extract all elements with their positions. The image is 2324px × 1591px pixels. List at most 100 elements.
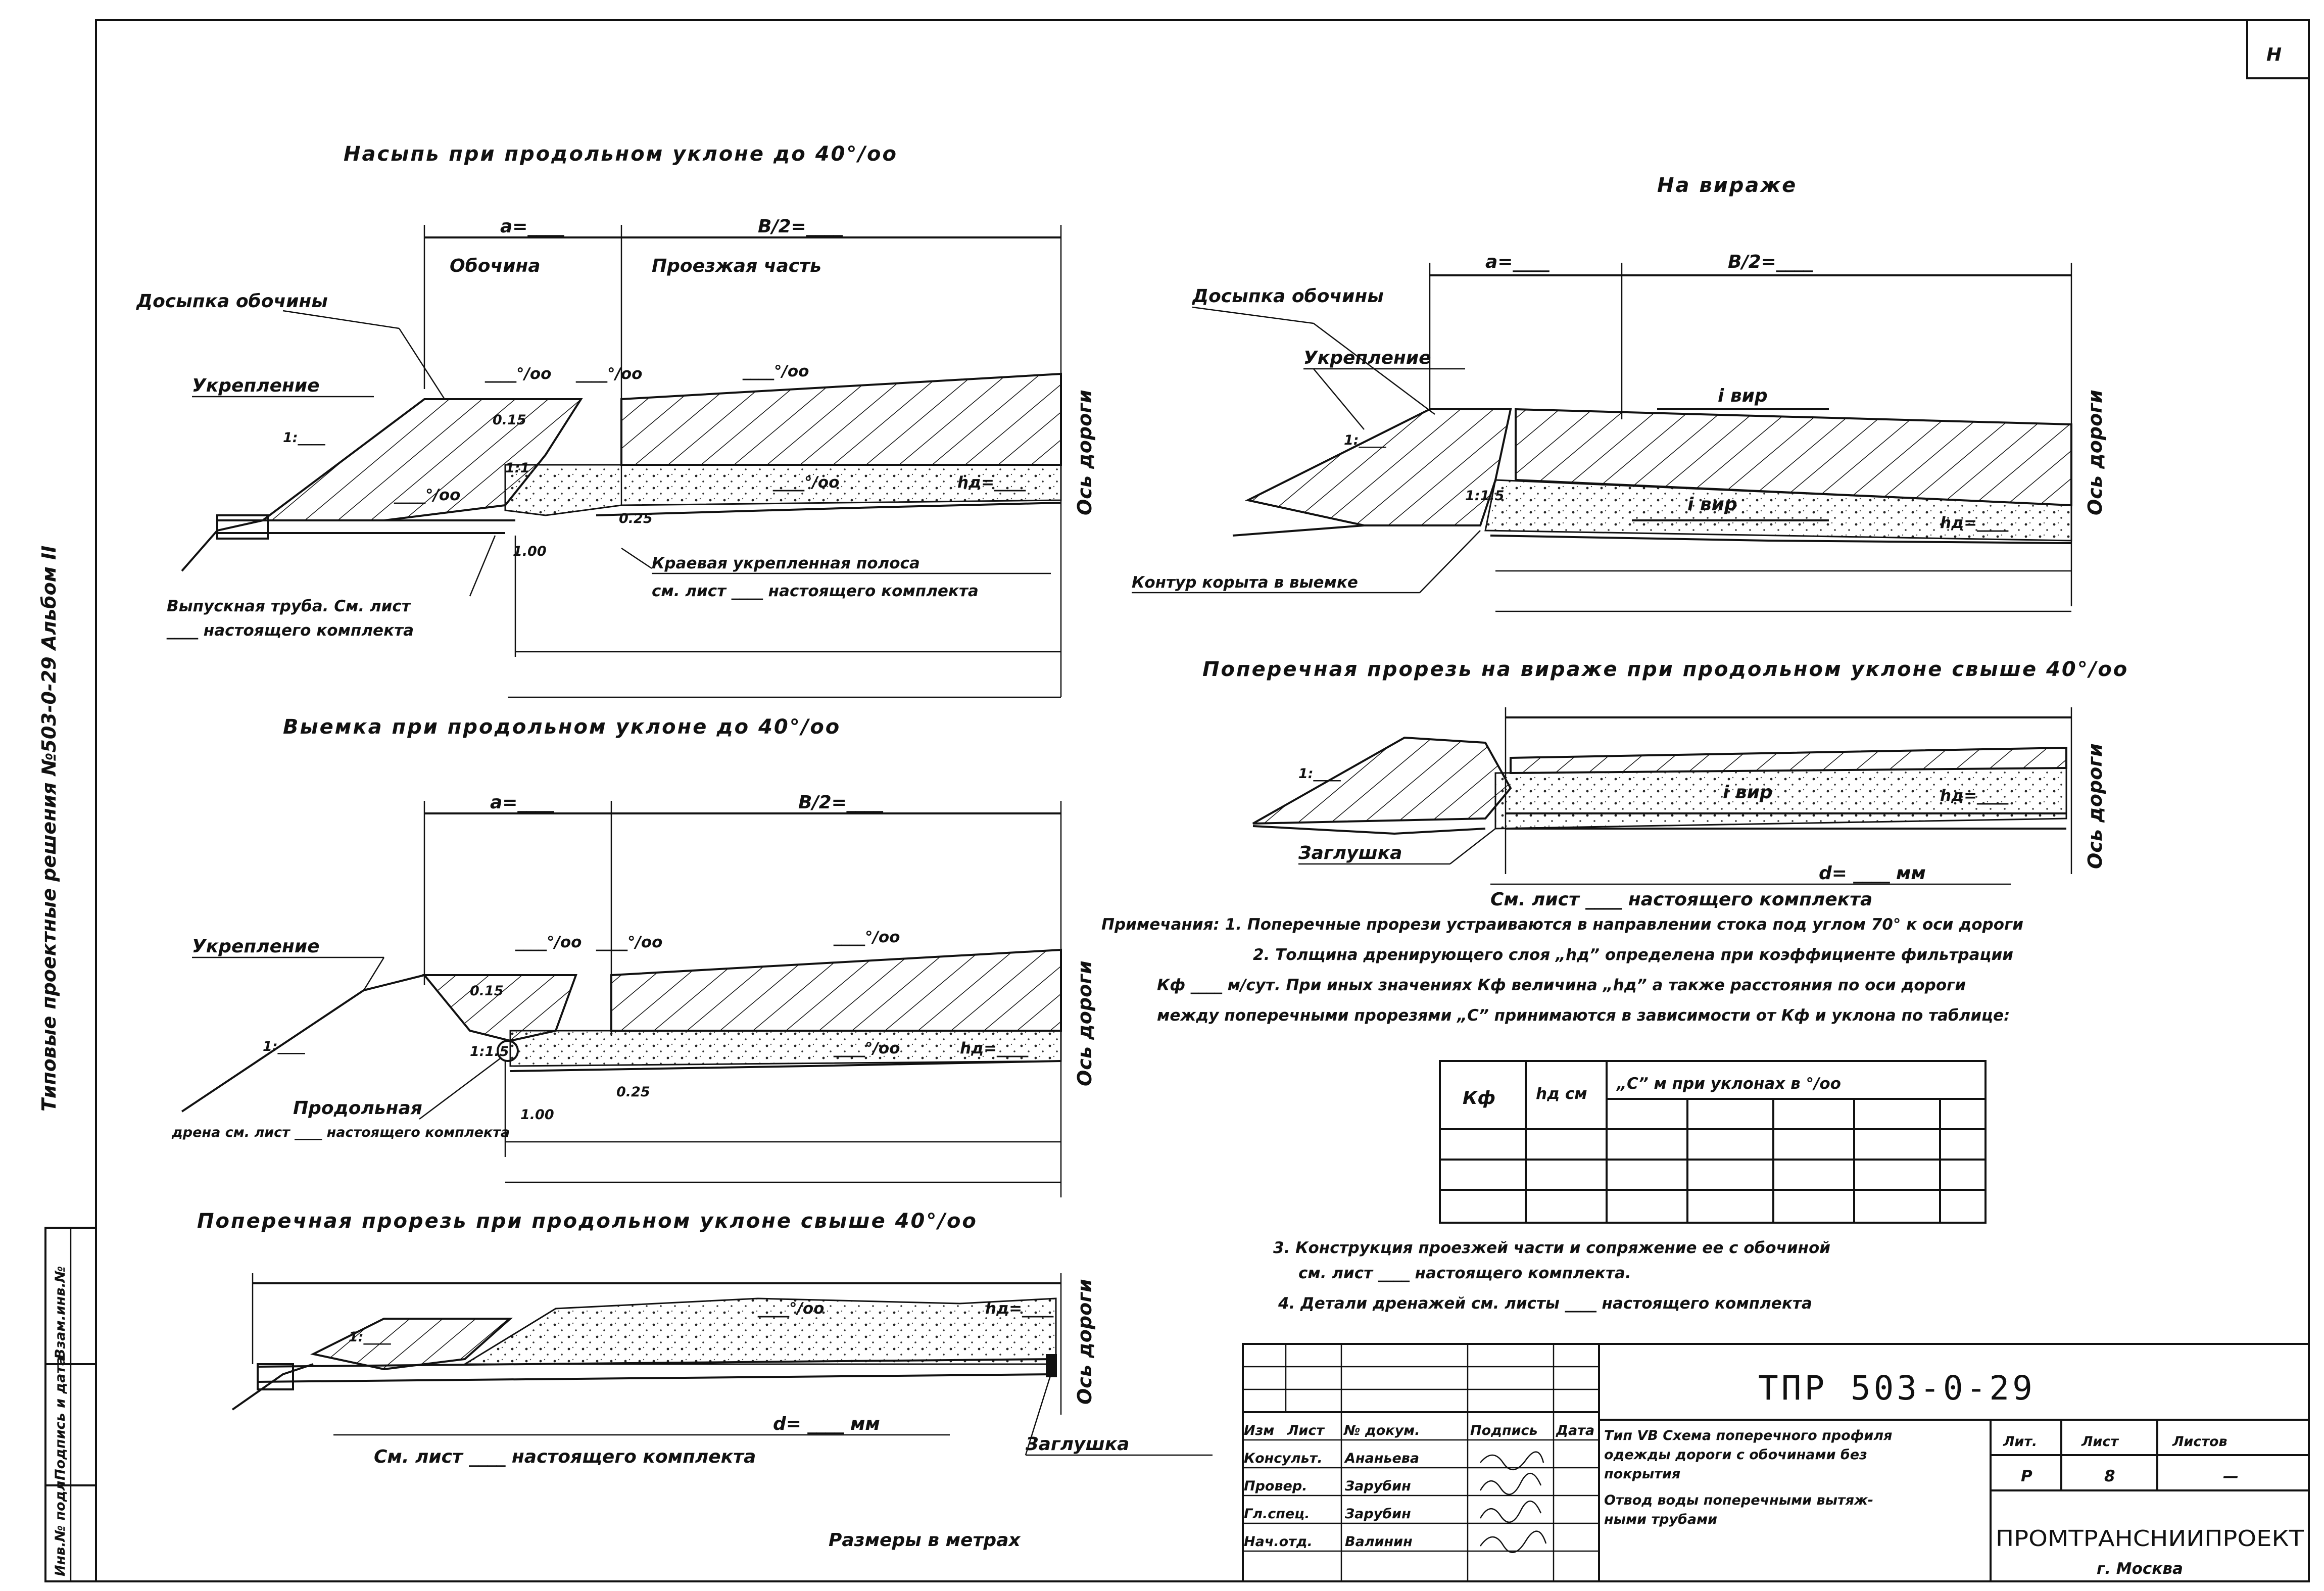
tb-col-rev: Изм: [1244, 1423, 1274, 1438]
bend-hd-label: hд=____: [1940, 514, 2009, 532]
cut-edge-slope: ____°/oo: [596, 933, 662, 951]
fill-hd-label: hд=____: [957, 473, 1026, 492]
tb-organization: ПРОМТРАНСНИИПРОЕКТ: [1996, 1526, 2304, 1552]
cut-dim-015: 0.15: [470, 983, 504, 999]
bend-reinforcement-label: Укрепление: [1303, 348, 1431, 368]
left-stamp: Инв.№ подл. Подпись и дата Взам.инв.№: [44, 1227, 97, 1582]
fill-edge-strip-ref: см. лист ____ настоящего комплекта: [652, 582, 979, 600]
fill-dim-015: 0.15: [493, 412, 526, 428]
tb-role-3: Нач.отд.: [1244, 1534, 1313, 1550]
section-cross-cut: Поперечная прорезь при продольном уклоне…: [197, 1210, 1213, 1467]
bend-cut-axis-label: Ось дороги: [2084, 743, 2106, 869]
cut-slope-ratio: 1:____: [263, 1039, 305, 1054]
bend-slope-115: 1:1.5: [1465, 488, 1504, 504]
table-header-c: „С” м при уклонах в °/oo: [1616, 1075, 1841, 1093]
bend-a-dim: a=____: [1485, 252, 1550, 272]
cut-hd-label: hд=____: [960, 1039, 1029, 1057]
fill-axis-label: Ось дороги: [1074, 390, 1096, 515]
cut-longitudinal-drain-label: Продольная: [293, 1098, 422, 1119]
bend-axis-label: Ось дороги: [2084, 390, 2106, 515]
fill-reinforcement-label: Укрепление: [192, 375, 320, 396]
title-block: ТПР 503-0-29 Изм Лист № докум. Подпись Д…: [1242, 1343, 2310, 1582]
tb-role-0: Консульт.: [1244, 1451, 1323, 1466]
tb-role-1: Провер.: [1244, 1478, 1307, 1494]
cut-pavement-slope: ____°/oo: [833, 928, 900, 946]
cross-cut-axis-label: Ось дороги: [1074, 1279, 1096, 1405]
fill-a-dim: a=____: [500, 216, 564, 237]
fill-base-slope: ____°/oo: [772, 473, 839, 492]
fill-carriageway-label: Проезжая часть: [652, 256, 821, 276]
cut-shoulder-slope: ____°/oo: [515, 933, 582, 951]
cross-cut-diameter: d= ____ мм: [773, 1414, 880, 1434]
bend-i-top: i вир: [1718, 385, 1768, 406]
bend-cut-i-label: i вир: [1723, 782, 1773, 803]
bend-slope-ratio: 1:____: [1344, 432, 1386, 448]
tb-desc-3: Отвод воды поперечными вытяж-: [1604, 1492, 1873, 1508]
cut-axis-label: Ось дороги: [1074, 960, 1096, 1086]
cut-dim-100: 1.00: [520, 1107, 554, 1123]
title-bend: На вираже: [1657, 174, 1797, 197]
fill-b2-dim: B/2=____: [758, 216, 843, 237]
tb-sheets-value: —: [2223, 1467, 2239, 1485]
signature-0: [1480, 1451, 1544, 1471]
fill-dim-025: 0.25: [619, 511, 653, 526]
tb-desc-0: Тип VB Схема поперечного профиля: [1604, 1428, 1892, 1443]
tb-sheet-label: Лист: [2081, 1434, 2119, 1450]
tb-stage-label: Лит.: [2003, 1434, 2037, 1450]
tb-desc-4: ными трубами: [1604, 1512, 1717, 1527]
note-4: 4. Детали дренажей см. листы ____ настоя…: [1278, 1294, 1812, 1313]
title-block-code: ТПР 503-0-29: [1758, 1369, 2036, 1408]
fill-outlet-pipe-ref: ____ настоящего комплекта: [166, 621, 414, 640]
note-2b: Кф ____ м/сут. При иных значениях Кф вел…: [1157, 976, 1966, 994]
signature-2: [1479, 1500, 1542, 1523]
tb-city: г. Москва: [2097, 1560, 2183, 1578]
tb-sheets-label: Листов: [2172, 1434, 2228, 1450]
tb-role-2: Гл.спец.: [1244, 1506, 1310, 1522]
cut-reinforcement-label: Укрепление: [192, 936, 320, 957]
cross-cut-see-sheet: См. лист ____ настоящего комплекта: [374, 1447, 756, 1467]
stamp-signature-date: Подпись и дата: [53, 1357, 68, 1480]
filtration-table: Кф hд см „С” м при уклонах в °/oo: [1439, 1060, 1987, 1224]
cross-cut-hd-label: hд=____: [985, 1299, 1054, 1318]
title-cut: Выемка при продольном уклоне до 40°/oo: [283, 715, 841, 739]
section-fill: Насыпь при продольном уклоне до 40°/oo a…: [136, 142, 1096, 698]
signature-1: [1479, 1472, 1542, 1496]
tb-col-signature: Подпись: [1470, 1423, 1538, 1438]
fill-dim-100: 1.00: [513, 544, 547, 559]
bend-shoulder-fill-label: Досыпка обочины: [1192, 286, 1384, 307]
cross-cut-pavement-slope: ____°/oo: [757, 1299, 824, 1318]
fill-shoulder-label: Обочина: [450, 256, 541, 276]
cross-cut-slope-ratio: 1:____: [349, 1329, 391, 1345]
cut-base-slope: ____°/oo: [833, 1039, 900, 1057]
cross-cut-plug-label: Заглушка: [1025, 1434, 1129, 1455]
cut-a-dim: a=____: [490, 792, 554, 813]
fill-outlet-pipe-label: Выпускная труба. См. лист: [167, 597, 412, 615]
cut-b2-dim: B/2=____: [798, 792, 884, 813]
title-fill: Насыпь при продольном уклоне до 40°/oo: [344, 142, 898, 166]
fill-shoulder-fill-label: Досыпка обочины: [136, 291, 328, 312]
fill-slope-11: 1:1: [505, 460, 529, 476]
cut-slope-115: 1:1.5: [470, 1044, 509, 1059]
tb-name-3: Валинин: [1345, 1534, 1413, 1550]
notes-block: Примечания: 1. Поперечные прорези устраи…: [1101, 915, 2023, 1313]
stamp-replace-inventory: Взам.инв.№: [53, 1266, 68, 1359]
fill-slope-ratio: 1:____: [283, 430, 325, 446]
tb-name-0: Ананьева: [1344, 1451, 1419, 1466]
sheet-frame: Н: [95, 19, 2310, 1582]
tb-name-1: Зарубин: [1344, 1478, 1411, 1494]
tb-col-sheet: Лист: [1287, 1423, 1325, 1438]
tb-desc-1: одежды дороги с обочинами без: [1604, 1447, 1867, 1463]
side-album-label: Типовые проектные решения №503-0-29 Альб…: [38, 546, 60, 1112]
table-header-kf: Кф: [1463, 1088, 1495, 1108]
note-1: Примечания: 1. Поперечные прорези устраи…: [1101, 915, 2023, 934]
bend-cut-see-sheet: См. лист ____ настоящего комплекта: [1490, 889, 1872, 910]
tb-name-2: Зарубин: [1344, 1506, 1411, 1522]
signature-3: [1479, 1530, 1547, 1553]
section-bend-cut: Поперечная прорезь на вираже при продоль…: [1202, 658, 2127, 910]
bend-cut-hd-label: hд=____: [1940, 787, 2009, 805]
units-note: Размеры в метрах: [829, 1530, 1021, 1551]
tb-sheet-value: 8: [2104, 1467, 2115, 1485]
fill-base-slope-left: ____°/oo: [394, 486, 460, 504]
section-cut: Выемка при продольном уклоне до 40°/oo a…: [171, 715, 1096, 1197]
